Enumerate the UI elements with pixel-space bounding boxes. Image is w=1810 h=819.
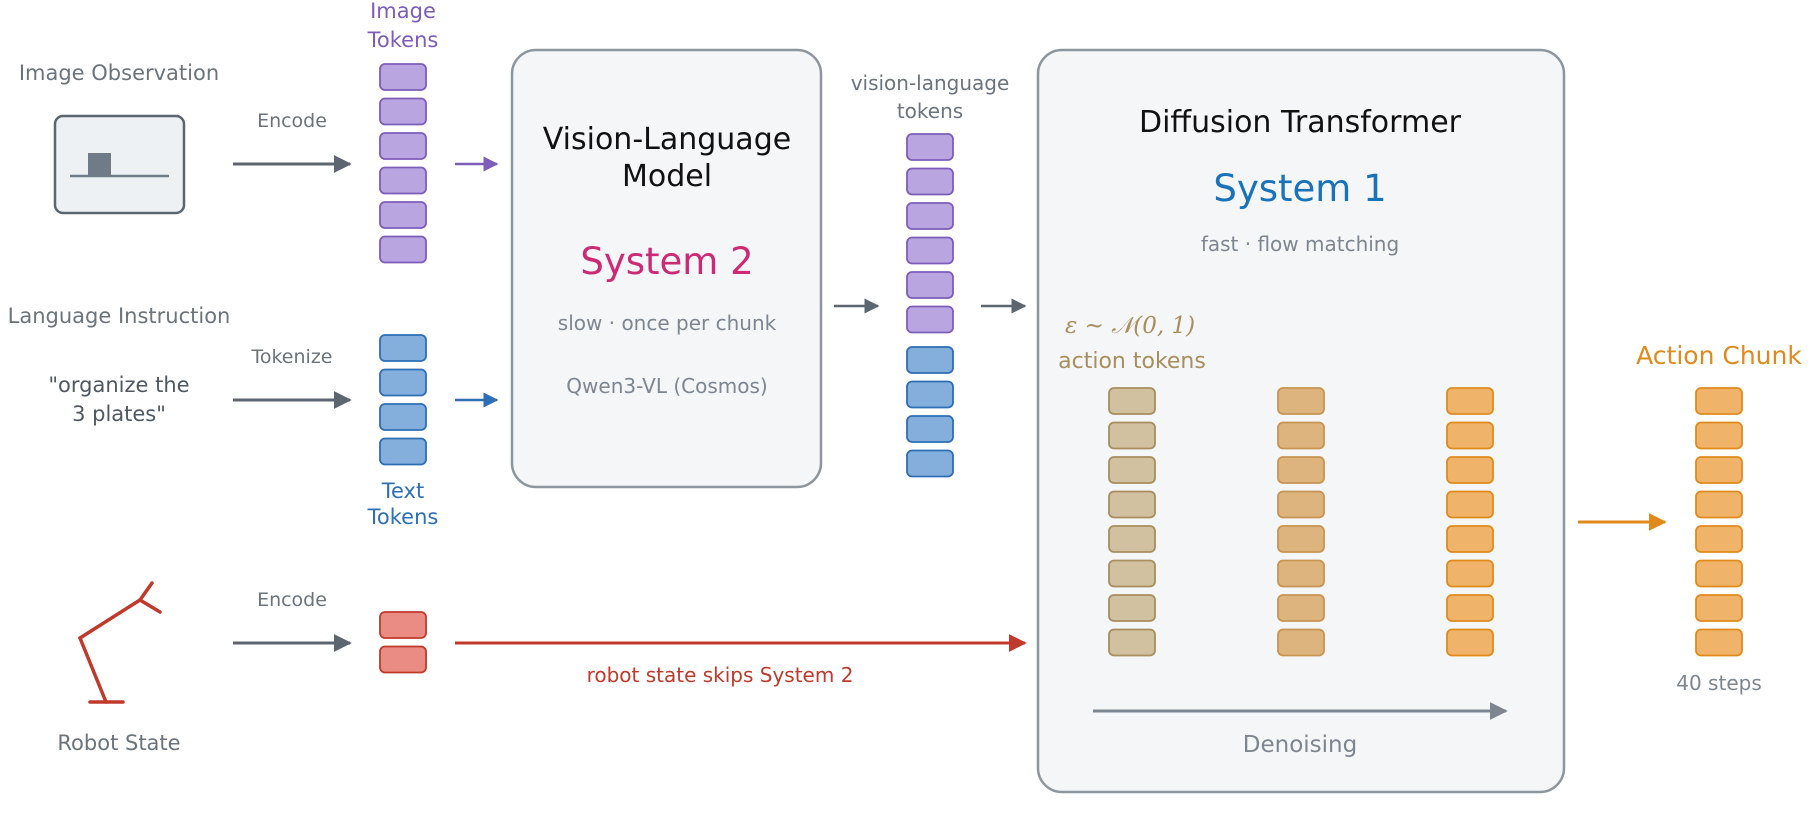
vlm-title-line2: Model <box>622 159 712 194</box>
action-chunk-token <box>1695 525 1743 553</box>
state-token <box>379 611 427 639</box>
dit-title: Diffusion Transformer <box>1139 105 1462 140</box>
vl-image-token <box>906 133 954 161</box>
vl-text-token <box>906 415 954 443</box>
dit-action-token <box>1108 628 1156 657</box>
state-token <box>379 645 427 674</box>
vl-image-token <box>906 167 954 196</box>
text-token <box>379 368 427 397</box>
image-tokens-label-line2: Tokens <box>367 28 439 52</box>
dit-action-token <box>1108 421 1156 450</box>
vl-tokens-label-line1: vision-language <box>851 71 1010 95</box>
vlm-subtitle: slow · once per chunk <box>558 311 777 335</box>
vlm-box <box>510 48 823 489</box>
image-token <box>379 166 427 195</box>
dit-action-token <box>1446 594 1494 622</box>
dit-action-token <box>1277 456 1325 484</box>
robot-state-label: Robot State <box>57 731 180 755</box>
state-token-stack <box>379 611 427 674</box>
action-chunk-token <box>1695 594 1743 622</box>
image-token-stack <box>379 63 427 264</box>
vl-image-token <box>906 271 954 299</box>
dit-action-token <box>1446 525 1494 553</box>
dit-action-token <box>1277 421 1325 450</box>
image-token <box>379 97 427 126</box>
dit-action-token <box>1108 387 1156 415</box>
action-steps-label: 40 steps <box>1676 671 1762 695</box>
vlm-title-line1: Vision-Language <box>543 122 791 157</box>
dit-action-token <box>1108 594 1156 622</box>
robot-encode-label: Encode <box>257 589 327 611</box>
dit-action-token <box>1108 490 1156 519</box>
action-chunk-token <box>1695 421 1743 450</box>
vl-image-token <box>906 305 954 334</box>
vl-text-token <box>906 346 954 374</box>
noise-formula: ε ~ 𝒩(0, 1) <box>1065 313 1195 339</box>
dit-action-token <box>1108 559 1156 588</box>
action-chunk-token <box>1695 559 1743 588</box>
dit-action-token <box>1446 490 1494 519</box>
denoising-label: Denoising <box>1243 732 1357 758</box>
dit-action-token <box>1446 421 1494 450</box>
vl-text-token <box>906 380 954 409</box>
dit-action-token <box>1277 490 1325 519</box>
dit-subtitle: fast · flow matching <box>1201 232 1399 256</box>
dit-action-token <box>1108 525 1156 553</box>
instruction-text-line2: 3 plates" <box>72 402 166 426</box>
system2-label: System 2 <box>580 240 753 283</box>
action-chunk-token <box>1695 628 1743 657</box>
dit-action-token <box>1277 628 1325 657</box>
dit-action-token <box>1446 387 1494 415</box>
text-tokens-label-line1: Text <box>381 479 424 503</box>
image-tokens-label-line1: Image <box>370 0 436 23</box>
dit-token-grid <box>1108 387 1494 657</box>
dit-action-token <box>1108 456 1156 484</box>
vlm-model-name: Qwen3-VL (Cosmos) <box>566 374 767 398</box>
text-tokens-label-line2: Tokens <box>367 505 439 529</box>
text-token <box>379 437 427 466</box>
vl-token-stack <box>906 133 954 478</box>
dit-action-token <box>1277 525 1325 553</box>
image-encode-label: Encode <box>257 110 327 132</box>
system1-label: System 1 <box>1213 167 1386 210</box>
image-observation-label: Image Observation <box>19 61 219 85</box>
dit-action-token <box>1446 559 1494 588</box>
dit-action-token <box>1277 594 1325 622</box>
dit-action-token <box>1277 559 1325 588</box>
image-token <box>379 235 427 264</box>
action-chunk-stack <box>1695 387 1743 657</box>
image-token <box>379 132 427 160</box>
vl-image-token <box>906 202 954 230</box>
action-chunk-title: Action Chunk <box>1636 341 1802 370</box>
dit-action-token <box>1446 456 1494 484</box>
image-token <box>379 63 427 91</box>
instruction-text-line1: "organize the <box>48 373 189 397</box>
dit-action-token <box>1277 387 1325 415</box>
image-token <box>379 201 427 229</box>
vl-image-token <box>906 236 954 265</box>
image-observation-icon <box>53 114 186 215</box>
dit-action-token <box>1446 628 1494 657</box>
dit-box <box>1036 48 1566 794</box>
text-token <box>379 403 427 431</box>
text-token <box>379 334 427 362</box>
text-token-stack <box>379 334 427 466</box>
language-instruction-label: Language Instruction <box>8 304 231 328</box>
tokenize-label: Tokenize <box>250 346 332 368</box>
action-tokens-label: action tokens <box>1058 349 1206 374</box>
action-chunk-token <box>1695 456 1743 484</box>
vl-text-token <box>906 449 954 478</box>
action-chunk-token <box>1695 387 1743 415</box>
vl-tokens-label-line2: tokens <box>897 99 963 123</box>
action-chunk-token <box>1695 490 1743 519</box>
robot-arm-icon <box>78 581 162 704</box>
robot-skip-label: robot state skips System 2 <box>587 663 854 687</box>
